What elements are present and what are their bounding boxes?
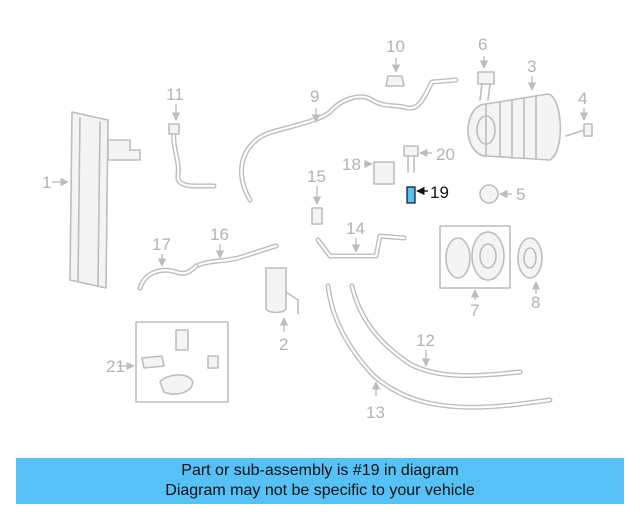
part-18-bracket[interactable]	[364, 159, 395, 185]
part-4-bolt[interactable]	[565, 108, 593, 137]
part-2-drier[interactable]	[265, 267, 299, 332]
ac-parts-diagram: 1 2 3 4 5 6 7 8 9 10 11 12 13 14 15 16 1…	[42, 35, 593, 422]
callout-12: 12	[416, 331, 435, 350]
callout-17: 17	[152, 235, 171, 254]
callout-7: 7	[470, 301, 479, 320]
part-6-bolt[interactable]	[477, 56, 495, 101]
callout-16: 16	[210, 225, 229, 244]
part-1-condenser[interactable]	[52, 111, 141, 289]
callout-18: 18	[342, 155, 361, 174]
part-3-compressor[interactable]	[467, 76, 562, 161]
info-banner: Part or sub-assembly is #19 in diagram D…	[16, 458, 624, 504]
banner-line-1: Part or sub-assembly is #19 in diagram	[181, 462, 459, 479]
part-7-clutch[interactable]	[439, 225, 511, 300]
callout-2: 2	[279, 335, 288, 354]
callout-20: 20	[436, 145, 455, 164]
part-15-switch[interactable]	[311, 186, 323, 225]
part-16-hose[interactable]	[193, 243, 279, 269]
part-9-hose[interactable]	[239, 77, 459, 203]
callout-21: 21	[106, 357, 125, 376]
part-10-cap[interactable]	[385, 58, 405, 87]
part-17-hose[interactable]	[137, 254, 199, 291]
part-19-valve[interactable]	[406, 186, 428, 204]
callout-8: 8	[531, 293, 540, 312]
part-21-kit[interactable]	[118, 321, 229, 403]
part-11-hose[interactable]	[168, 104, 217, 189]
callout-11: 11	[166, 85, 184, 104]
callout-14: 14	[346, 219, 365, 238]
callout-4: 4	[578, 89, 587, 108]
callout-3: 3	[527, 57, 536, 76]
callout-9: 9	[310, 87, 319, 106]
part-8-coil[interactable]	[517, 237, 543, 294]
callout-6: 6	[478, 35, 487, 54]
part-12-13-lines[interactable]	[325, 283, 553, 410]
part-14-line[interactable]	[315, 233, 407, 259]
callout-10: 10	[386, 37, 405, 56]
callout-1: 1	[42, 173, 51, 192]
callout-5: 5	[516, 185, 525, 204]
part-20-bolt[interactable]	[403, 145, 432, 173]
banner-line-2: Diagram may not be specific to your vehi…	[165, 482, 475, 499]
part-5-cap[interactable]	[479, 184, 512, 204]
callout-13: 13	[366, 403, 385, 422]
callout-15: 15	[307, 167, 326, 186]
callout-19: 19	[430, 183, 449, 202]
